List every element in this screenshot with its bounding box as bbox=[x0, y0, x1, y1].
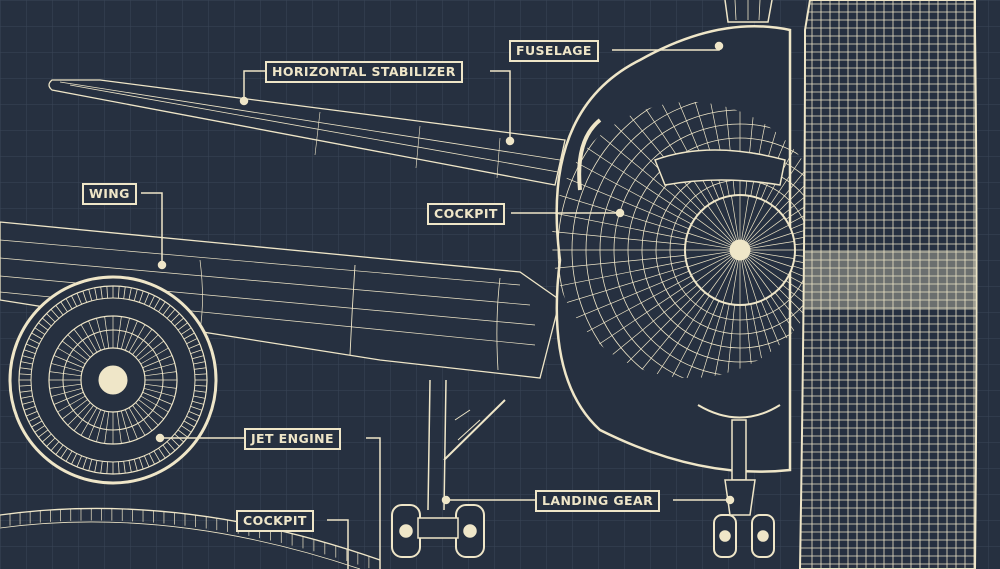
label-fuselage: FUSELAGE bbox=[509, 40, 599, 62]
label-cockpit-lower: COCKPIT bbox=[236, 510, 314, 532]
tail-fin-drawing bbox=[724, 0, 773, 23]
main-landing-gear-drawing bbox=[391, 379, 506, 558]
leader-lines bbox=[141, 41, 735, 569]
label-wing: WING bbox=[82, 183, 137, 205]
label-cockpit-upper: COCKPIT bbox=[427, 203, 505, 225]
label-jet-engine: JET ENGINE bbox=[244, 428, 341, 450]
jet-engine-drawing bbox=[8, 275, 218, 485]
label-landing-gear: LANDING GEAR bbox=[535, 490, 661, 512]
horizontal-stabilizer-drawing bbox=[48, 79, 566, 186]
label-horizontal-stabilizer: HORIZONTAL STABILIZER bbox=[265, 61, 463, 83]
lower-cockpit-outline bbox=[0, 507, 381, 569]
fuselage-side-section bbox=[798, 0, 978, 569]
